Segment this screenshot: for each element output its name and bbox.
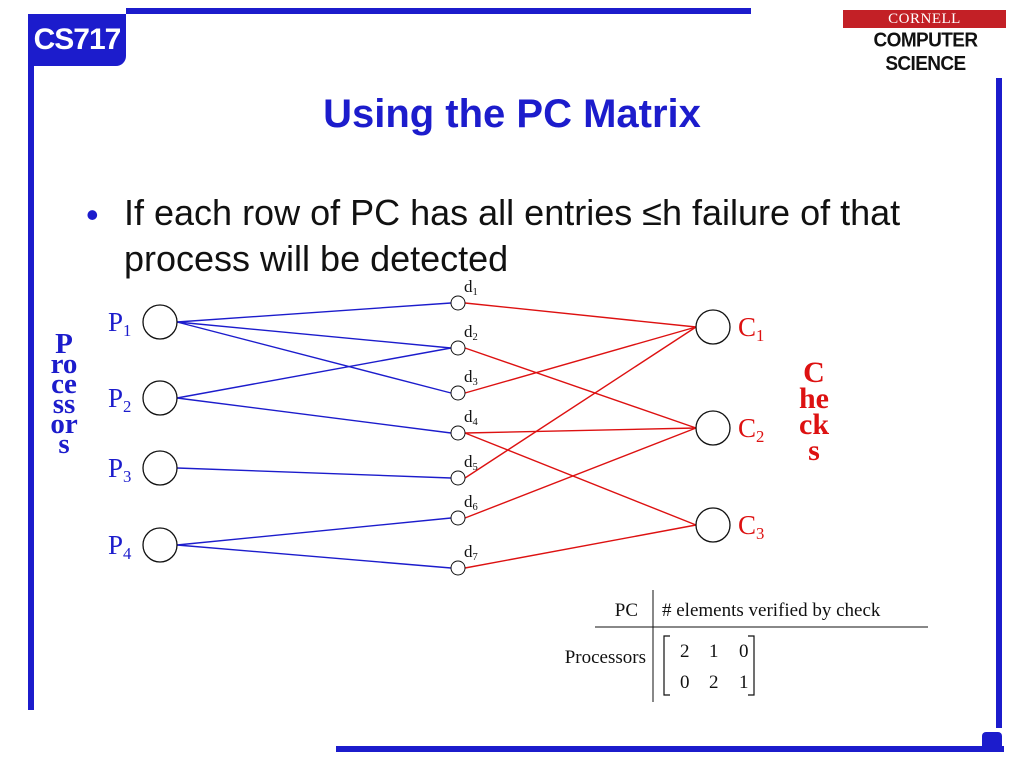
check-data-edge [464,326,697,479]
table-column-header: # elements verified by check [662,600,881,621]
processor-data-edge [176,302,452,323]
logo-university-text: CORNELL UNIVERSITY [843,10,1006,45]
processors-vertical-label: Processors [50,328,78,460]
data-node [450,470,466,486]
frame-top-bar [126,8,751,14]
processor-label: P2 [108,383,131,416]
frame-left-bar [28,60,34,710]
check-node [695,410,731,446]
matrix-cell: 1 [739,672,749,693]
data-node-label: d5 [464,452,478,473]
check-data-edge [464,347,697,429]
matrix-left-bracket [663,635,670,696]
data-node-label: d1 [464,277,478,298]
data-node-label: d7 [464,542,478,563]
check-data-edge [464,432,697,526]
processor-data-edge [176,467,452,479]
pc-matrix-graphic: PC # elements verified by check Processo… [565,590,928,702]
processor-data-edge [176,347,452,399]
data-node [450,340,466,356]
processor-label: P3 [108,453,131,486]
processor-data-edge [176,517,452,546]
frame-bottom-bar [336,746,1004,752]
matrix-cell: 2 [680,641,690,662]
data-node-label: d6 [464,492,478,513]
processor-data-edge [176,321,452,394]
processor-node [142,450,178,486]
check-data-edge [464,302,697,328]
bullet-text: If each row of PC has all entries ≤h fai… [124,192,901,279]
check-node [695,507,731,543]
processor-node [142,380,178,416]
matrix-cell: 0 [739,641,749,662]
check-label: C2 [738,413,764,446]
data-node [450,560,466,576]
check-data-edge [464,427,697,434]
cornell-cs-logo: CORNELL UNIVERSITY COMPUTER SCIENCE [843,8,1008,75]
matrix-cell: 1 [709,641,719,662]
data-node [450,385,466,401]
check-label: C1 [738,312,764,345]
processor-node [142,304,178,340]
pc-matrix-table: PC # elements verified by check Processo… [540,590,940,726]
processor-data-edge [176,321,452,349]
table-row-label: Processors [565,647,646,668]
checks-vertical-label: Checks [799,356,829,467]
bullet-marker: • [86,194,99,235]
data-node-label: d4 [464,407,479,428]
processor-label: P4 [108,530,132,563]
data-node [450,425,466,441]
data-node-label: d3 [464,367,478,388]
frame-corner-block [982,732,1002,752]
processor-node [142,527,178,563]
check-data-edge [464,524,697,569]
slide-title: Using the PC Matrix [323,92,701,136]
frame-right-bar [996,78,1002,728]
matrix-cell: 2 [709,672,719,693]
check-data-edge [464,427,697,519]
matrix-right-bracket [748,635,755,696]
logo-department-text: COMPUTER SCIENCE [873,29,979,76]
course-badge: CS717 [28,14,126,66]
processor-label: P1 [108,307,131,340]
data-node [450,510,466,526]
table-corner-label: PC [615,600,638,621]
check-node [695,309,731,345]
data-node [450,295,466,311]
processor-data-edge [176,397,452,434]
matrix-cell: 0 [680,672,690,693]
check-label: C3 [738,510,764,543]
check-data-edge [464,326,697,394]
data-node-label: d2 [464,322,478,343]
processor-data-edge [176,544,452,569]
